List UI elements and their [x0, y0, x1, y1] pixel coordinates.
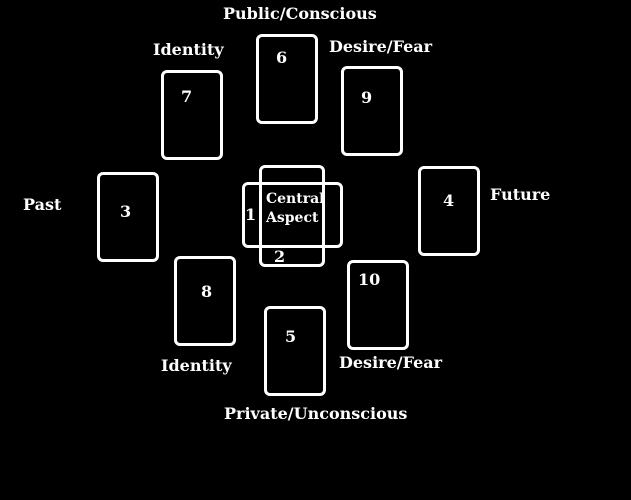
card-number-5: 5 [285, 327, 297, 346]
card-number-10: 10 [358, 270, 381, 289]
label-identity-bottom: Identity [161, 356, 232, 375]
label-desire-fear-bottom: Desire/Fear [339, 353, 443, 372]
card-number-4: 4 [443, 191, 455, 210]
card-4 [418, 166, 480, 256]
card-1-horizontal [242, 182, 343, 248]
label-identity-top: Identity [153, 40, 224, 59]
label-public-conscious: Public/Conscious [223, 4, 377, 23]
card-number-8: 8 [201, 282, 213, 301]
card-9 [341, 66, 403, 156]
card-number-2: 2 [274, 247, 286, 266]
central-aspect-line2: Aspect [266, 210, 319, 226]
card-10 [347, 260, 409, 350]
card-6 [256, 34, 318, 124]
card-number-9: 9 [361, 88, 373, 107]
label-private-unconscious: Private/Unconscious [224, 404, 408, 423]
card-7 [161, 70, 223, 160]
card-number-6: 6 [276, 48, 288, 67]
card-5 [264, 306, 326, 396]
card-8 [174, 256, 236, 346]
card-number-1: 1 [245, 205, 257, 224]
label-future: Future [490, 185, 551, 204]
label-past: Past [23, 195, 62, 214]
card-number-7: 7 [181, 87, 193, 106]
card-2-vertical [259, 165, 325, 267]
label-desire-fear-top: Desire/Fear [329, 37, 433, 56]
card-number-3: 3 [120, 202, 132, 221]
central-aspect-line1: Central [266, 191, 325, 207]
card-3 [97, 172, 159, 262]
